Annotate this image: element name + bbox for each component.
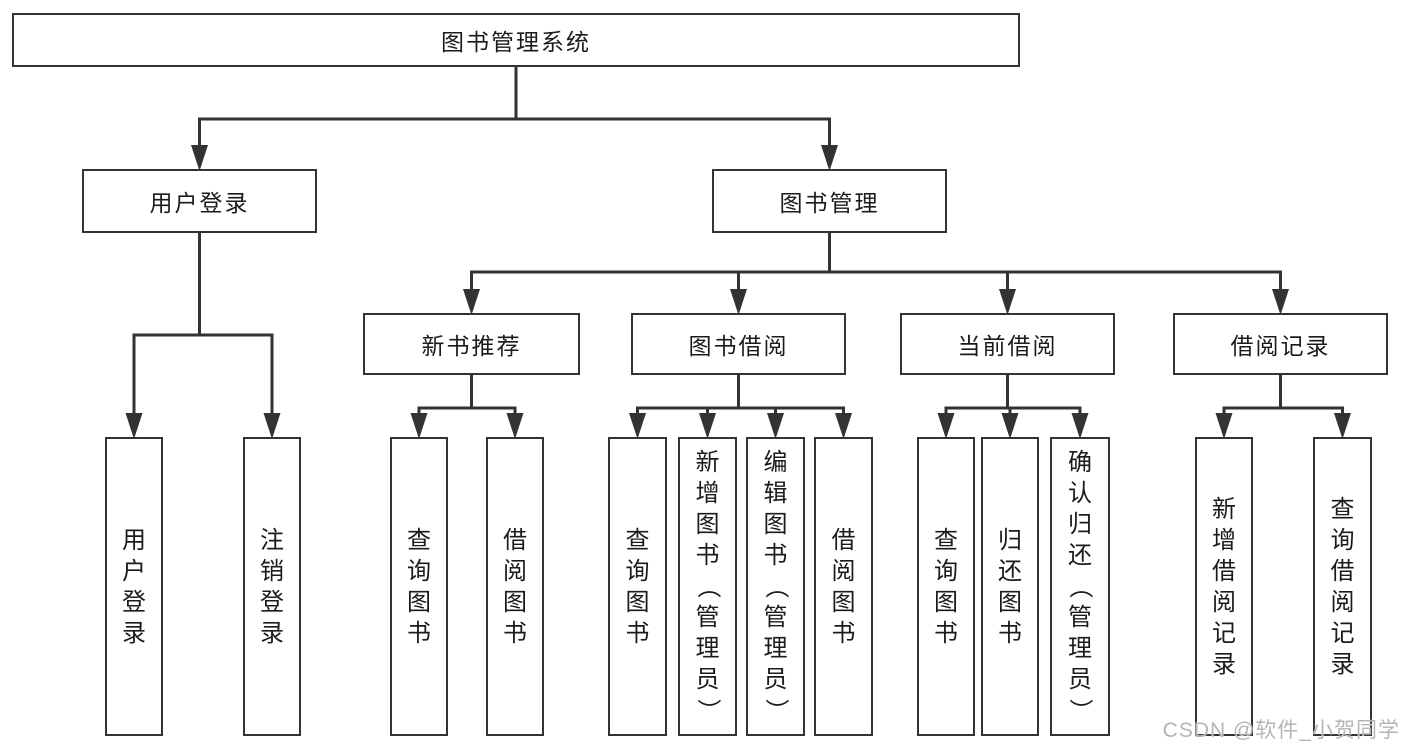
node-label: 注销登录 xyxy=(260,526,284,647)
arrowhead-icon xyxy=(125,413,143,439)
arrowhead-icon xyxy=(821,145,838,171)
arrowhead-icon xyxy=(1334,413,1351,439)
node-label: 查询图书 xyxy=(625,526,650,647)
node-label: 借阅图书 xyxy=(503,526,527,647)
node-label: 查询图书 xyxy=(407,526,431,647)
node-label: 查询借阅记录 xyxy=(1330,495,1355,678)
node-label: 新增借阅记录 xyxy=(1212,495,1236,678)
arrowhead-icon xyxy=(1215,413,1233,439)
node-leaf-bb-add: 新增图书（管理员） xyxy=(678,437,737,736)
arrowhead-icon xyxy=(937,413,955,439)
node-leaf-bb-query: 查询图书 xyxy=(608,437,667,736)
node-user-login: 用户登录 xyxy=(82,169,317,233)
arrowhead-icon xyxy=(835,413,852,439)
arrowhead-icon xyxy=(1001,413,1019,439)
arrowhead-icon xyxy=(999,289,1016,315)
node-book-borrow: 图书借阅 xyxy=(631,313,846,375)
arrowhead-icon xyxy=(463,289,480,315)
arrowhead-icon xyxy=(767,413,784,439)
node-label: 查询图书 xyxy=(934,526,958,647)
node-root: 图书管理系统 xyxy=(12,13,1020,67)
node-label: 新增图书（管理员） xyxy=(694,449,721,723)
node-leaf-cb-confirm: 确认归还（管理员） xyxy=(1050,437,1110,736)
node-leaf-bb-borrow: 借阅图书 xyxy=(814,437,873,736)
node-leaf-nbr-query: 查询图书 xyxy=(390,437,448,736)
arrowhead-icon xyxy=(1071,413,1089,439)
node-leaf-br-add: 新增借阅记录 xyxy=(1195,437,1253,736)
arrowhead-icon xyxy=(263,413,281,439)
arrowhead-icon xyxy=(1272,289,1289,315)
watermark: CSDN @软件_小贺同学 xyxy=(1162,719,1400,742)
node-leaf-logout: 注销登录 xyxy=(243,437,301,736)
arrowhead-icon xyxy=(730,289,747,315)
node-leaf-bb-edit: 编辑图书（管理员） xyxy=(746,437,805,736)
node-leaf-cb-query: 查询图书 xyxy=(917,437,975,736)
node-current-borrow: 当前借阅 xyxy=(900,313,1115,375)
node-leaf-nbr-borrow: 借阅图书 xyxy=(486,437,544,736)
arrowhead-icon xyxy=(506,413,524,439)
arrowhead-icon xyxy=(191,145,208,171)
node-label: 确认归还（管理员） xyxy=(1066,449,1094,723)
arrowhead-icon xyxy=(410,413,428,439)
node-leaf-user-login: 用户登录 xyxy=(105,437,163,736)
node-label: 借阅图书 xyxy=(831,526,856,647)
node-leaf-cb-return: 归还图书 xyxy=(981,437,1039,736)
arrowhead-icon xyxy=(629,413,646,439)
node-book-mgmt: 图书管理 xyxy=(712,169,947,233)
node-label: 编辑图书（管理员） xyxy=(762,449,789,723)
node-borrow-record: 借阅记录 xyxy=(1173,313,1388,375)
arrowhead-icon xyxy=(699,413,716,439)
node-label: 用户登录 xyxy=(122,526,146,647)
node-new-book-rec: 新书推荐 xyxy=(363,313,580,375)
node-leaf-br-query: 查询借阅记录 xyxy=(1313,437,1372,736)
node-label: 归还图书 xyxy=(998,526,1022,647)
